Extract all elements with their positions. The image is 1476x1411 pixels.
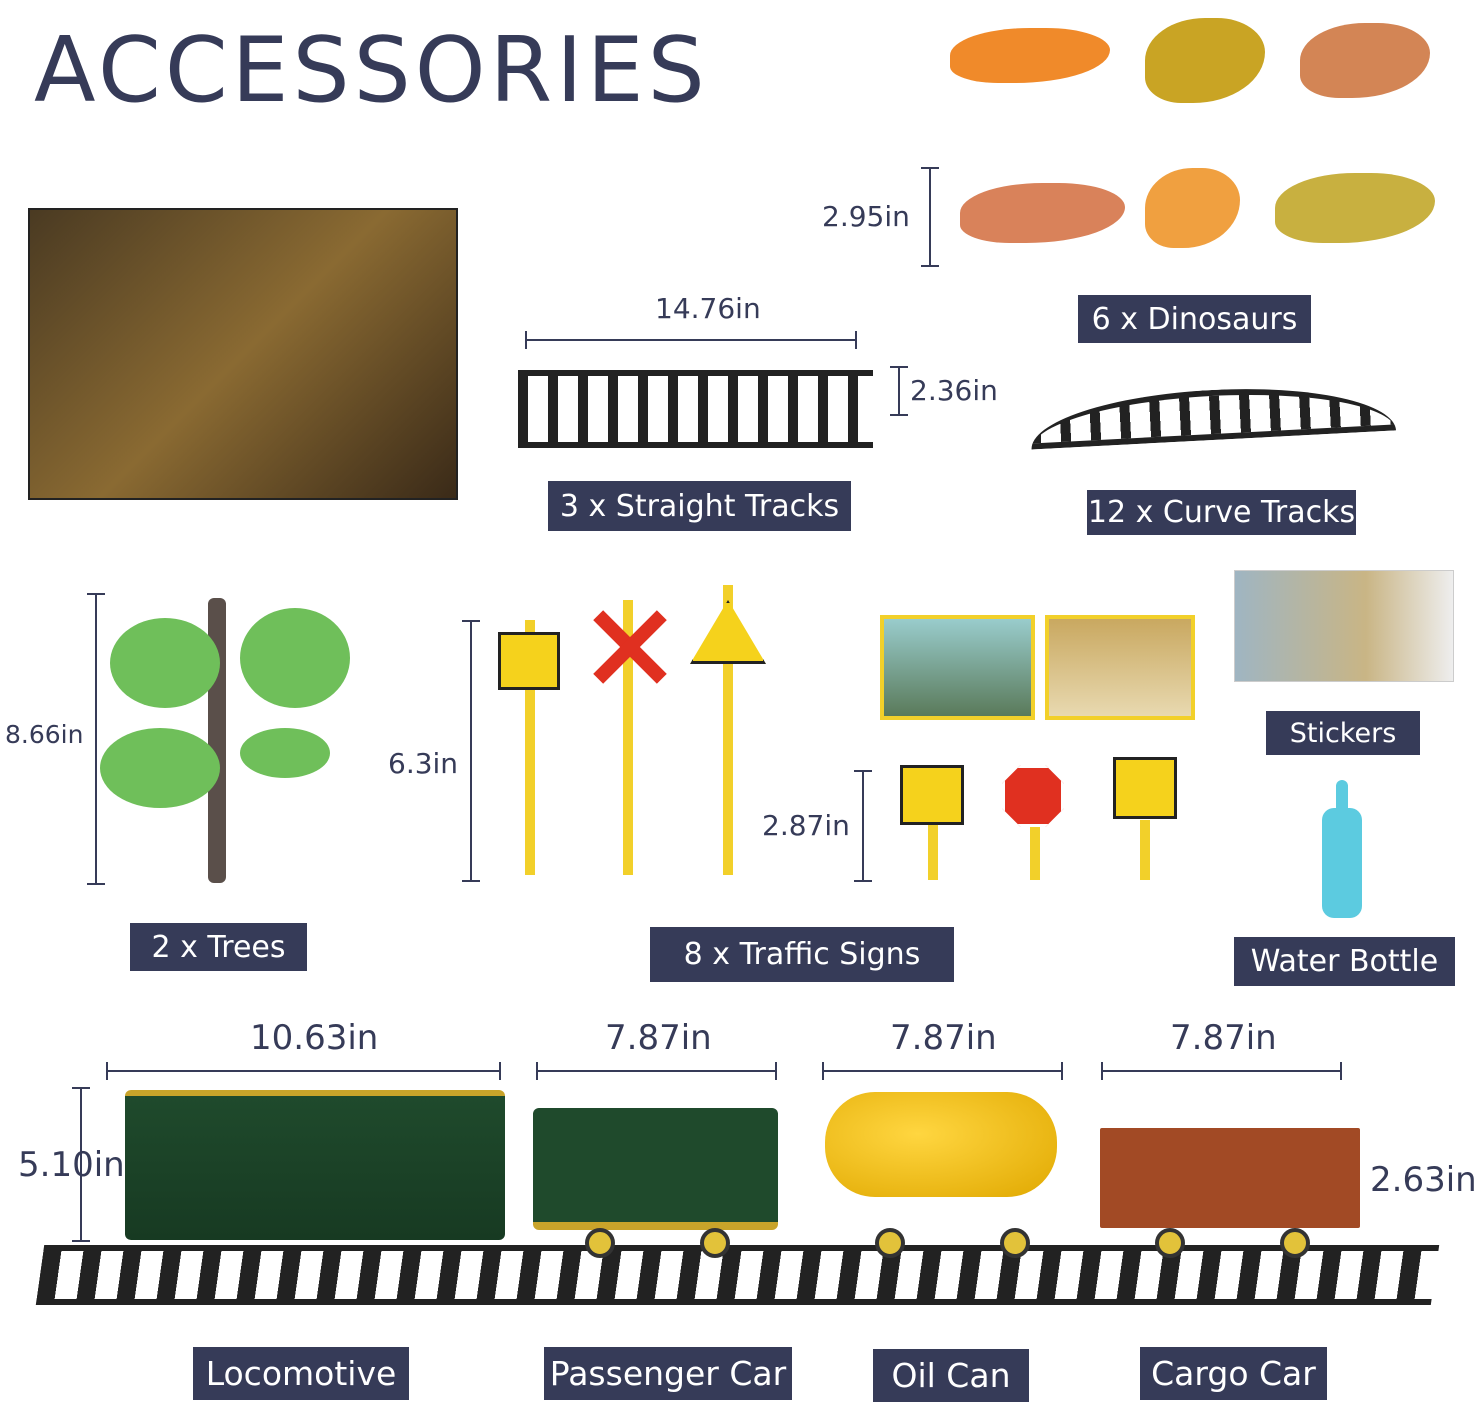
label-passenger-car: Passenger Car [544, 1347, 792, 1400]
short-sign-height-line [854, 770, 872, 882]
straight-track-length-line [525, 331, 857, 349]
tall-sign-height-label: 6.3in [388, 747, 459, 780]
label-dinosaurs: 6 x Dinosaurs [1078, 295, 1311, 343]
dinosaur-height-label: 2.95in [822, 200, 910, 233]
train-track-image [35, 1245, 1440, 1305]
straight-track-length-label: 14.76in [655, 292, 761, 325]
water-bottle-image [1322, 780, 1362, 920]
tree-height-label: 8.66in [5, 720, 84, 749]
label-oil-can: Oil Can [873, 1349, 1029, 1402]
oil-can-length-line [822, 1062, 1063, 1080]
locomotive-height-line [72, 1087, 90, 1242]
cargo-car-length-line [1101, 1062, 1342, 1080]
label-traffic-signs: 8 x Traffic Signs [650, 927, 954, 982]
curve-track-image [1028, 380, 1397, 450]
product-box-image [28, 208, 458, 500]
locomotive-length-line [106, 1062, 501, 1080]
passenger-car-image [533, 1108, 778, 1230]
label-locomotive: Locomotive [193, 1347, 409, 1400]
cargo-car-image [1100, 1128, 1360, 1228]
passenger-car-length-label: 7.87in [605, 1018, 712, 1058]
locomotive-length-label: 10.63in [250, 1018, 379, 1058]
dinosaur-height-line [921, 167, 939, 267]
straight-track-width-line [890, 366, 908, 416]
page-title: ACCESSORIES [34, 18, 709, 123]
oil-can-image [825, 1092, 1057, 1197]
label-cargo-car: Cargo Car [1140, 1347, 1327, 1400]
label-trees: 2 x Trees [130, 923, 307, 971]
straight-track-width-label: 2.36in [910, 374, 998, 407]
passenger-car-length-line [536, 1062, 777, 1080]
locomotive-height-label: 5.10in [18, 1145, 125, 1185]
dinosaurs-image [930, 8, 1450, 288]
short-sign-height-label: 2.87in [762, 809, 850, 842]
straight-track-image [518, 370, 873, 448]
tree-image [90, 578, 355, 888]
billboard-signs-image [880, 615, 1195, 725]
cargo-car-length-label: 7.87in [1170, 1018, 1277, 1058]
tall-sign-height-line [462, 620, 480, 882]
stickers-image [1234, 570, 1454, 682]
label-curve-tracks: 12 x Curve Tracks [1087, 490, 1356, 535]
locomotive-image [125, 1090, 505, 1240]
track-width-label: 2.63in [1370, 1160, 1476, 1200]
label-stickers: Stickers [1266, 711, 1420, 755]
label-straight-tracks: 3 x Straight Tracks [548, 481, 851, 531]
label-water-bottle: Water Bottle [1234, 937, 1455, 986]
oil-can-length-label: 7.87in [890, 1018, 997, 1058]
tree-height-line [87, 593, 105, 885]
